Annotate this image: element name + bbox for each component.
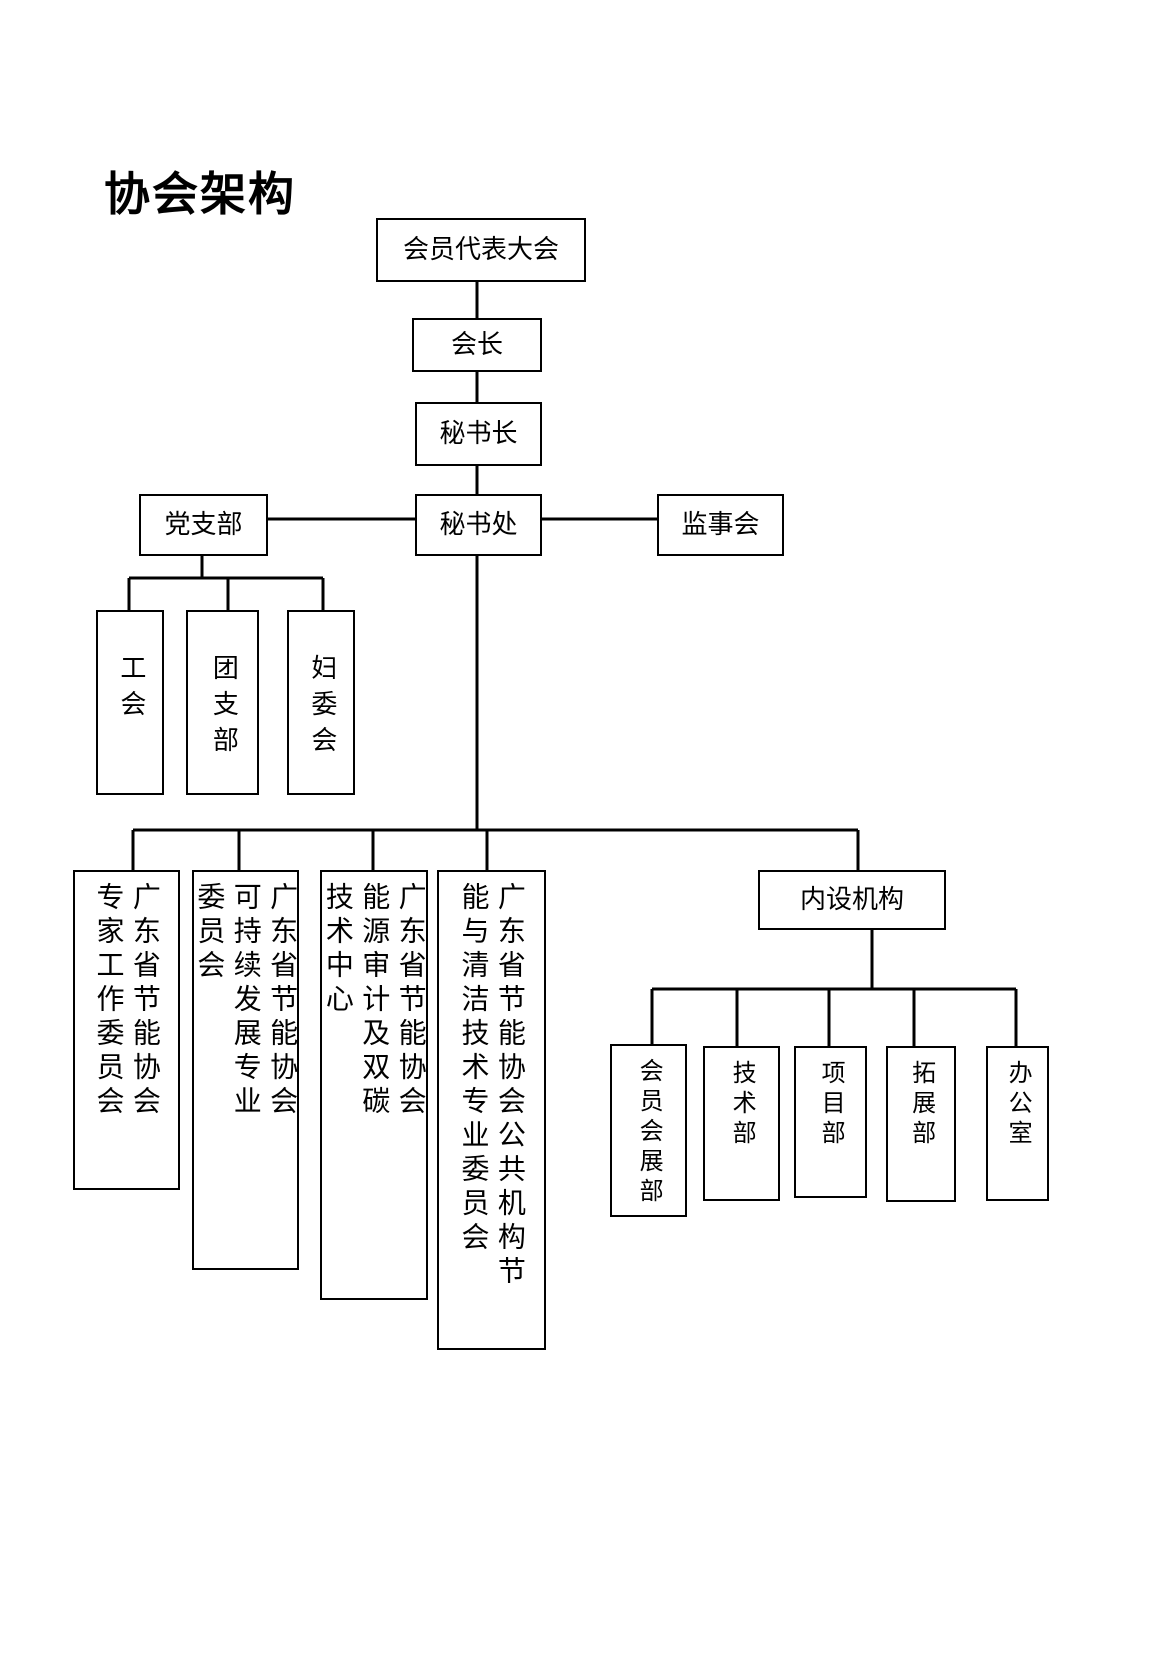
node-label: 办公室: [1004, 1060, 1033, 1150]
node-label: 党支部: [164, 510, 243, 540]
node-committee-energy-audit: 广东省节能协会能源审计及双碳技术中心: [320, 870, 428, 1300]
node-label: 广东省节能协会能源审计及双碳技术中心: [321, 882, 428, 1120]
node-label: 团支部: [208, 654, 239, 762]
node-label: 秘书处: [439, 510, 518, 540]
node-secretariat: 秘书处: [415, 494, 542, 556]
node-youth-league: 团支部: [186, 610, 259, 795]
node-dept-technology: 技术部: [703, 1046, 780, 1201]
node-label: 项目部: [817, 1060, 846, 1150]
node-label: 内设机构: [799, 885, 904, 915]
node-label: 妇委会: [306, 654, 337, 762]
node-label: 会长: [450, 330, 503, 360]
node-label: 广东省节能协会公共机构节能与清洁技术专业委员会: [457, 882, 527, 1290]
page-title: 协会架构: [104, 167, 296, 221]
node-internal-departments: 内设机构: [758, 870, 946, 930]
node-committee-experts: 广东省节能协会专家工作委员会: [73, 870, 180, 1190]
node-label: 广东省节能协会专家工作委员会: [92, 882, 162, 1120]
node-supervisory-board: 监事会: [657, 494, 784, 556]
node-president: 会长: [412, 318, 542, 372]
node-label: 会员会展部: [635, 1058, 664, 1208]
node-label: 工会: [115, 654, 146, 726]
node-label: 会员代表大会: [402, 235, 559, 265]
node-womens-committee: 妇委会: [287, 610, 355, 795]
node-secretary-general: 秘书长: [415, 402, 542, 466]
node-dept-office: 办公室: [986, 1046, 1049, 1201]
node-label: 广东省节能协会可持续发展专业委员会: [193, 882, 300, 1120]
node-dept-expansion: 拓展部: [886, 1046, 956, 1202]
node-committee-sustainable: 广东省节能协会可持续发展专业委员会: [192, 870, 299, 1270]
node-label: 监事会: [681, 510, 760, 540]
node-label: 技术部: [728, 1060, 757, 1150]
node-labor-union: 工会: [96, 610, 164, 795]
node-label: 秘书长: [439, 419, 518, 449]
node-dept-projects: 项目部: [794, 1046, 867, 1198]
node-label: 拓展部: [907, 1060, 936, 1150]
node-dept-member-exhibition: 会员会展部: [610, 1044, 687, 1217]
node-party-branch: 党支部: [139, 494, 268, 556]
node-general-assembly: 会员代表大会: [376, 218, 586, 282]
node-committee-public-institutions: 广东省节能协会公共机构节能与清洁技术专业委员会: [437, 870, 546, 1350]
